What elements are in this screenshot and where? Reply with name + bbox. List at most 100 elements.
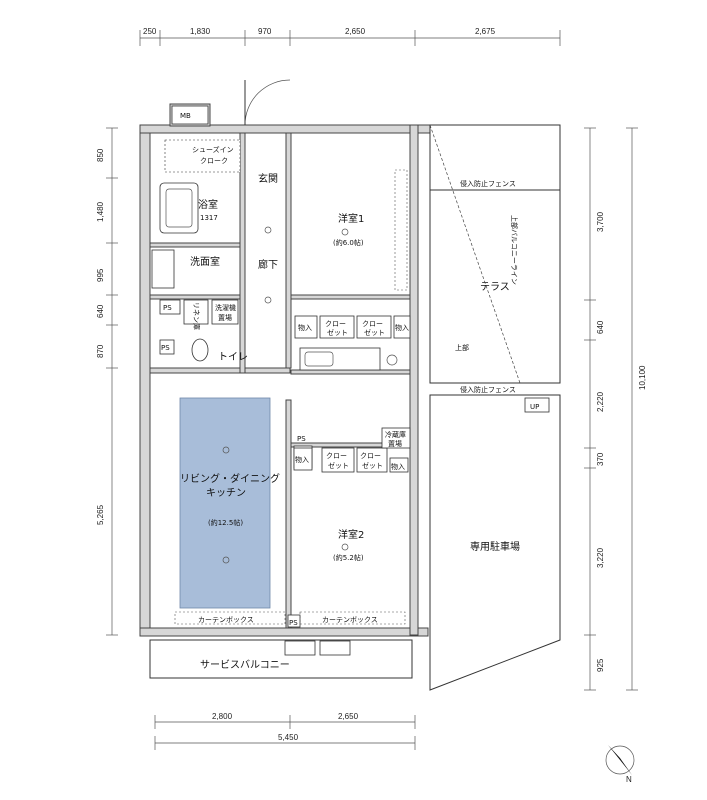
storage-4[interactable] xyxy=(389,457,409,473)
ac-unit-1 xyxy=(284,640,316,656)
terrace-area xyxy=(429,124,561,384)
fridge-label-2: 置場 xyxy=(388,439,402,448)
dim-right-4: 370 xyxy=(596,452,605,466)
ldk-curtain-label: カーテンボックス xyxy=(198,616,254,624)
shoes-closet xyxy=(164,139,241,173)
ldk-light-2 xyxy=(222,556,230,564)
toilet-bowl xyxy=(191,338,209,362)
ps-box-4 xyxy=(287,614,301,628)
storage-4-label: 物入 xyxy=(391,462,405,471)
dim-right-5: 3,220 xyxy=(596,547,605,568)
closet-1a-label-1: クロー xyxy=(325,320,346,328)
ldk-label-1: リビング・ダイニング xyxy=(180,472,280,485)
entrance-label: 玄関 xyxy=(258,172,278,185)
bathtub-inner xyxy=(165,188,193,228)
ceiling-light-2 xyxy=(264,296,272,304)
dim-bottom-total: 5,450 xyxy=(278,733,299,742)
fridge-label-1: 冷蔵庫 xyxy=(385,430,406,439)
linen-label: リネン庫 xyxy=(192,302,201,330)
storage-3[interactable] xyxy=(293,447,313,471)
dim-top-1: 250 xyxy=(143,27,157,36)
closet-1a[interactable] xyxy=(319,315,355,339)
mb-box xyxy=(171,105,209,125)
storage-2-label: 物入 xyxy=(395,323,409,332)
storage-3-label: 物入 xyxy=(295,455,309,464)
kitchen-sink xyxy=(304,351,334,367)
dim-left-1: 850 xyxy=(96,148,105,162)
top-dimensions: 250 1,830 970 2,650 2,675 xyxy=(139,27,561,46)
ps-label-3: PS xyxy=(297,435,306,443)
service-balcony-label: サービスバルコニー xyxy=(200,659,290,671)
linen-closet xyxy=(183,299,209,325)
entrance-door-swing xyxy=(244,79,291,126)
storage-1-label: 物入 xyxy=(298,323,312,332)
dim-left-3: 995 xyxy=(96,268,105,282)
western1-size: (約6.0帖) xyxy=(333,238,364,247)
dim-right-1: 3,700 xyxy=(596,211,605,232)
washroom-label: 洗面室 xyxy=(190,255,220,268)
western1-label: 洋室1 xyxy=(338,212,364,225)
ps-label-4: PS xyxy=(289,619,298,627)
outer-walls xyxy=(139,103,431,637)
hallway-label: 廊下 xyxy=(258,258,278,271)
closet-2b-label-2: ゼット xyxy=(362,461,383,470)
dim-left-2: 1,480 xyxy=(96,201,105,222)
dim-top-5: 2,675 xyxy=(475,27,496,36)
parking-area xyxy=(429,394,561,691)
ldk-size: (約12.5帖) xyxy=(208,518,243,527)
parking-label: 専用駐車場 xyxy=(470,540,520,553)
dim-left-6: 5,265 xyxy=(96,504,105,525)
up-label: UP xyxy=(530,403,539,411)
compass: N xyxy=(605,745,635,784)
fridge-space xyxy=(381,427,411,449)
bath-size: 1317 xyxy=(200,214,218,222)
fence-label-2: 侵入防止フェンス xyxy=(460,385,516,394)
western2-size: (約5.2帖) xyxy=(333,553,364,562)
shoes-closet-label-1: シューズイン xyxy=(192,145,234,154)
ps-label-1: PS xyxy=(163,304,172,312)
dim-top-3: 970 xyxy=(258,27,272,36)
closet-2b[interactable] xyxy=(356,447,388,473)
dim-right-3: 2,220 xyxy=(596,391,605,412)
closet-1b[interactable] xyxy=(356,315,392,339)
dim-top-2: 1,830 xyxy=(190,27,211,36)
compass-label: N xyxy=(626,775,632,784)
kitchen-stove xyxy=(386,354,398,366)
closet-1a-label-2: ゼット xyxy=(327,328,348,337)
dim-right-6: 925 xyxy=(596,658,605,672)
bathtub xyxy=(159,182,199,234)
dim-left-4: 640 xyxy=(96,304,105,318)
compass-needle xyxy=(608,745,632,775)
left-dimensions: 850 1,480 995 640 870 5,265 xyxy=(96,127,118,636)
western1-light xyxy=(341,228,349,236)
upper-label: 上部 xyxy=(455,343,469,352)
ldk-label-2: キッチン xyxy=(206,487,246,499)
ldk-curtain-box xyxy=(174,611,286,625)
closet-1b-label-2: ゼット xyxy=(364,328,385,337)
upper-balcony-label: 上部バルコニーライン xyxy=(510,215,519,285)
kitchen-counter xyxy=(299,347,381,371)
storage-1[interactable] xyxy=(294,315,318,339)
dim-top-4: 2,650 xyxy=(345,27,366,36)
laundry-space xyxy=(211,299,239,325)
storage-2[interactable] xyxy=(393,315,411,339)
terrace-diagonal xyxy=(429,124,521,384)
laundry-label-1: 洗濯機 xyxy=(215,303,236,312)
fence-label-1: 侵入防止フェンス xyxy=(460,179,516,188)
washbasin xyxy=(151,249,175,289)
dim-bottom-1: 2,800 xyxy=(212,712,233,721)
ps-box-2 xyxy=(159,339,175,355)
ps-label-2: PS xyxy=(161,344,170,352)
dim-right-total: 10,100 xyxy=(638,365,647,390)
western2-label: 洋室2 xyxy=(338,528,364,541)
ldk-highlight xyxy=(179,397,271,609)
closet-1b-label-1: クロー xyxy=(362,320,383,328)
closet-2a[interactable] xyxy=(321,447,355,473)
bottom-dimensions: 2,800 2,650 5,450 xyxy=(154,712,416,750)
service-balcony-area xyxy=(149,639,413,679)
shoes-closet-label-2: クローク xyxy=(200,157,228,165)
dim-right-2: 640 xyxy=(596,320,605,334)
ac-unit-2 xyxy=(319,640,351,656)
western2-light xyxy=(341,543,349,551)
